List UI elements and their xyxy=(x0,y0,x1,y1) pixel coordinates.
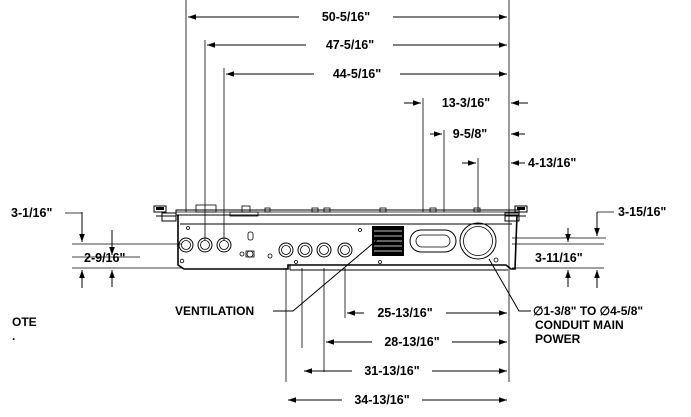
dim-47-5-16: 47-5/16" xyxy=(326,38,374,52)
conduit-label-line2: CONDUIT MAIN xyxy=(535,318,624,332)
right-mounting-bracket xyxy=(504,205,528,222)
dim-9-5-8: 9-5/8" xyxy=(453,127,487,141)
dim-13-3-16: 13-3/16" xyxy=(442,96,490,110)
dim-2-9-16: 2-9/16" xyxy=(84,251,125,265)
left-mounting-bracket xyxy=(153,205,177,222)
ventilation-callout: VENTILATION xyxy=(175,239,378,318)
extension-lines xyxy=(185,0,510,382)
dim-31-13-16: 31-13/16" xyxy=(364,364,419,378)
cut-off-note: OTE . xyxy=(12,315,37,343)
dim-25-13-16: 25-13/16" xyxy=(377,306,432,320)
dim-3-11-16: 3-11/16" xyxy=(535,251,583,265)
conduit-label-line1: ∅1-3/8" TO ∅4-5/8" xyxy=(533,304,643,318)
knockouts-left xyxy=(178,226,273,264)
unit-body xyxy=(175,204,520,271)
left-dimensions: 3-1/16" 2-9/16" xyxy=(11,206,182,288)
dim-3-15-16: 3-15/16" xyxy=(618,205,666,219)
dim-3-1-16: 3-1/16" xyxy=(11,206,52,220)
conduit-label-line3: POWER xyxy=(535,332,581,346)
knockouts-middle xyxy=(278,228,362,264)
note-fragment-line1: OTE xyxy=(12,315,37,329)
ventilation-label: VENTILATION xyxy=(175,304,254,318)
dim-4-13-16: 4-13/16" xyxy=(528,156,576,170)
note-fragment-line2: . xyxy=(12,329,15,343)
conduit-callout: ∅1-3/8" TO ∅4-5/8" CONDUIT MAIN POWER xyxy=(488,258,643,346)
ventilation-grille xyxy=(372,226,404,264)
right-dimensions: 3-15/16" 3-11/16" xyxy=(512,205,666,288)
top-dimensions: 50-5/16" 47-5/16" 44-5/16" 13-3/16" 9-5/… xyxy=(188,10,576,170)
dim-34-13-16: 34-13/16" xyxy=(354,393,409,407)
dim-50-5-16: 50-5/16" xyxy=(322,10,370,24)
bottom-dimensions: 25-13/16" 28-13/16" 31-13/16" 34-13/16" xyxy=(288,306,507,407)
conduit-knockouts xyxy=(409,222,499,263)
dim-28-13-16: 28-13/16" xyxy=(384,335,439,349)
dim-44-5-16: 44-5/16" xyxy=(333,67,381,81)
